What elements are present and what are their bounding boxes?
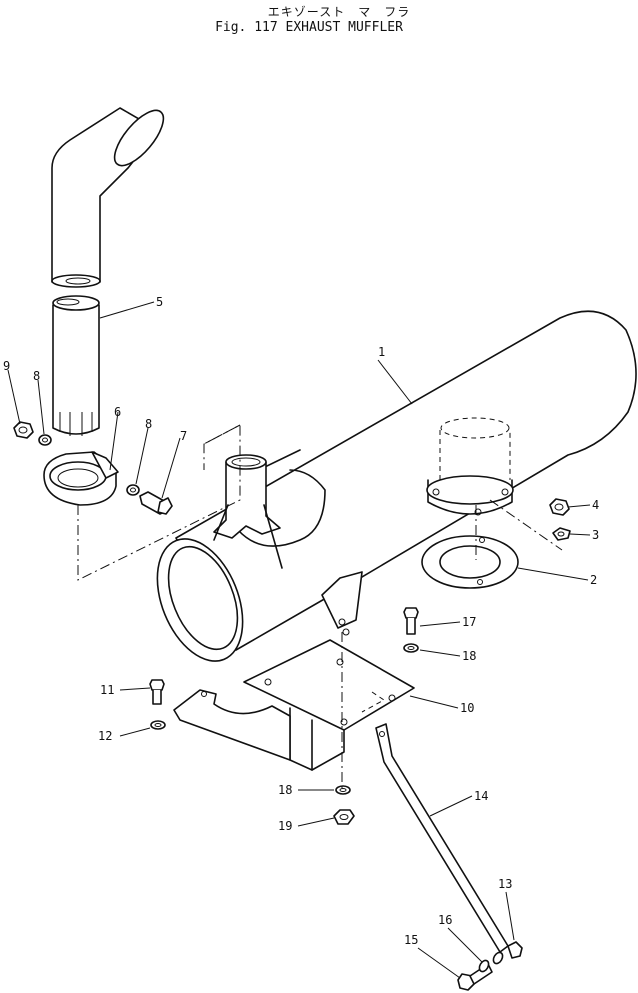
callout-10: 10	[460, 701, 474, 715]
callout-14: 14	[474, 789, 488, 803]
figure-title: エキゾースト マ フラ Fig. 117 EXHAUST MUFFLER	[0, 4, 638, 36]
callout-19: 19	[278, 819, 292, 833]
assembly-center-lines	[77, 424, 563, 790]
exhaust-elbow-pipe	[51, 107, 165, 288]
muffler-inlet-pipe	[213, 454, 283, 569]
leader-lines	[7, 301, 591, 979]
callout-9: 9	[3, 359, 10, 373]
title-japanese: エキゾースト マ フラ	[267, 5, 411, 19]
callout-18-bottom: 18	[278, 783, 292, 797]
muffler-outlet-stack	[426, 417, 514, 516]
callout-6: 6	[114, 405, 121, 419]
muffler-body	[156, 310, 637, 662]
rod-fasteners	[457, 941, 523, 991]
mount-fasteners	[149, 607, 419, 825]
callout-13: 13	[498, 877, 512, 891]
callout-17: 17	[462, 615, 476, 629]
right-fasteners	[549, 498, 571, 541]
callout-4: 4	[592, 498, 599, 512]
callout-18-right: 18	[462, 649, 476, 663]
callout-3: 3	[592, 528, 599, 542]
callout-labels: 1 2 3 4 5 6 7 8 8 9 10 11 12 13 14 15 16…	[3, 295, 599, 947]
callout-2: 2	[590, 573, 597, 587]
muffler-mount-bracket	[321, 571, 363, 636]
callout-16: 16	[438, 913, 452, 927]
tail-pipe	[52, 295, 100, 436]
callout-1: 1	[378, 345, 385, 359]
callout-7: 7	[180, 429, 187, 443]
pipe-clamp	[43, 451, 119, 506]
callout-8-left: 8	[33, 369, 40, 383]
left-fasteners	[13, 421, 173, 515]
callout-12: 12	[98, 729, 112, 743]
callout-15: 15	[404, 933, 418, 947]
callout-11: 11	[100, 683, 114, 697]
callout-8-right: 8	[145, 417, 152, 431]
callout-5: 5	[156, 295, 163, 309]
outlet-gasket	[421, 535, 519, 589]
lower-bracket	[173, 689, 291, 761]
title-english: Fig. 117 EXHAUST MUFFLER	[215, 20, 403, 35]
